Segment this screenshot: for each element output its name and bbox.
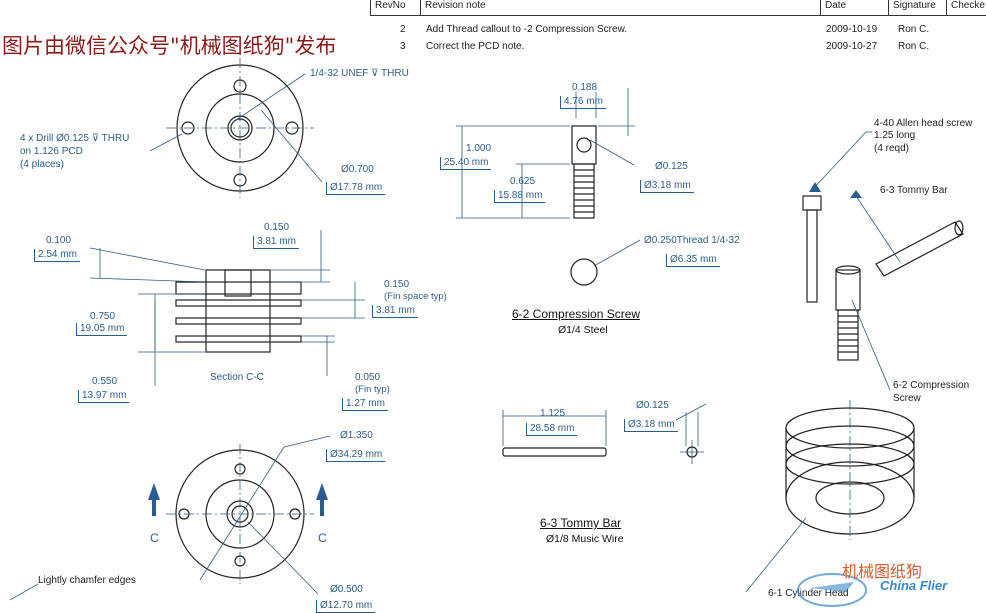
- header-revno: RevNo: [370, 0, 421, 15]
- thread-callout: 1/4-32 UNEF ⊽ THRU: [310, 68, 409, 79]
- dim-0150: 0.150: [264, 222, 290, 233]
- assembly-cylinder-label: 6-1 Cylinder Head: [768, 588, 849, 599]
- dim-tommy-dia-mm: Ø3.18 mm: [624, 419, 678, 432]
- dim-dia-1350: Ø1.350: [340, 430, 373, 441]
- logo-cn-text: 机械图纸狗: [842, 564, 923, 581]
- rev-number: 2: [400, 24, 406, 35]
- dim-fin-note: (Fin typ): [355, 384, 390, 395]
- dim-0750: 0.750: [90, 311, 116, 322]
- rev-signature: Ron C.: [898, 41, 930, 52]
- dim-fin-mm: 1.27 mm: [342, 398, 388, 411]
- dim-0750-mm: 19.05 mm: [76, 323, 128, 336]
- assembly-compression-label-line2: Screw: [893, 393, 921, 404]
- dim-dia-0500: Ø0.500: [330, 584, 363, 595]
- section-mark-right: C: [318, 531, 327, 545]
- rev-signature: Ron C.: [898, 24, 930, 35]
- compression-screw-view: [570, 125, 598, 286]
- dim-tommy-length-mm: 28.58 mm: [526, 423, 578, 436]
- header-date: Date: [820, 0, 887, 15]
- dim-0100-mm: 2.54 mm: [34, 249, 80, 262]
- header-revision-note: Revision note: [420, 0, 820, 15]
- drill-callout-line2: on 1.126 PCD: [20, 146, 83, 157]
- dim-dia-0125: Ø0.125: [655, 161, 688, 172]
- dim-1000-mm: 25.40 mm: [440, 157, 492, 170]
- dim-dia-0125-mm: Ø3.18 mm: [640, 180, 694, 193]
- logo-watermark: [797, 573, 867, 607]
- drill-callout-line3: (4 places): [20, 159, 64, 170]
- rev-note: Correct the PCD note.: [426, 41, 525, 52]
- dim-0188: 0.188: [572, 82, 598, 93]
- allen-screw-label-line1: 4-40 Allen head screw: [874, 118, 973, 129]
- dim-fin-space: 0.150: [384, 279, 410, 290]
- header-signature: Signature: [888, 0, 945, 15]
- thread-dim-mm: Ø6.35 mm: [666, 254, 720, 267]
- compression-screw-title: 6-2 Compression Screw: [512, 307, 641, 321]
- watermark-text: 图片由微信公众号"机械图纸狗"发布: [2, 34, 337, 58]
- dim-dia-1350-mm: Ø34.29 mm: [326, 449, 386, 462]
- dim-dia-0500-mm: Ø12.70 mm: [316, 600, 376, 613]
- rev-date: 2009-10-19: [826, 24, 878, 35]
- dim-dia-0700-mm: Ø17.78 mm: [326, 182, 386, 195]
- header-checked: Checke: [946, 0, 986, 15]
- dim-tommy-dia: Ø0.125: [636, 400, 669, 411]
- rev-note: Add Thread callout to -2 Compression Scr…: [426, 24, 628, 35]
- dim-0150-mm: 3.81 mm: [253, 236, 299, 249]
- rev-number: 3: [400, 41, 406, 52]
- tommy-bar-title: 6-3 Tommy Bar: [540, 516, 622, 530]
- assembly-tommy-bar-label: 6-3 Tommy Bar: [880, 185, 948, 196]
- tommy-bar-view: [502, 446, 698, 458]
- dim-fin: 0.050: [355, 372, 381, 383]
- dim-0625-mm: 15.88 mm: [494, 190, 546, 203]
- dim-dia-0700: Ø0.700: [341, 164, 374, 175]
- section-cc-title: Section C-C: [210, 372, 264, 383]
- assembly-compression-label-line1: 6-2 Compression: [893, 380, 970, 391]
- assembly-allen-screw: [802, 195, 822, 303]
- dim-1000: 1.000: [466, 143, 492, 154]
- thread-dim: Ø0.250Thread 1/4-32: [644, 235, 740, 246]
- dim-tommy-length: 1.125: [540, 408, 566, 419]
- revision-row: 2 Add Thread callout to -2 Compression S…: [370, 23, 986, 39]
- dim-0188-mm: 4.76 mm: [560, 96, 606, 109]
- dim-0550-mm: 13.97 mm: [78, 390, 130, 403]
- allen-screw-label-line2: 1.25 long: [874, 130, 916, 141]
- assembly-compression-screw: [835, 265, 861, 361]
- section-mark-left: C: [150, 531, 159, 545]
- revision-row: 3 Correct the PCD note. 2009-10-27 Ron C…: [370, 40, 986, 56]
- dim-0550: 0.550: [92, 376, 118, 387]
- logo-en-text: China Flier: [880, 578, 948, 593]
- chamfer-note: Lightly chamfer edges: [38, 575, 136, 586]
- drill-callout-line1: 4 x Drill Ø0.125 ⊽ THRU: [20, 133, 130, 144]
- revision-table-header: RevNo Revision note Date Signature Check…: [370, 0, 986, 16]
- revision-table: RevNo Revision note Date Signature Check…: [370, 0, 986, 58]
- section-cc-view: [175, 269, 302, 353]
- compression-screw-subtitle: Ø1/4 Steel: [558, 324, 608, 336]
- dim-fin-space-note: (Fin space typ): [384, 291, 447, 302]
- dim-fin-space-mm: 3.81 mm: [372, 305, 418, 318]
- rev-date: 2009-10-27: [826, 41, 878, 52]
- tommy-bar-subtitle: Ø1/8 Music Wire: [546, 533, 624, 545]
- assembly-tommy-bar: [875, 220, 964, 277]
- allen-screw-label-line3: (4 reqd): [874, 143, 910, 154]
- dim-0100: 0.100: [46, 235, 72, 246]
- dim-0625: 0.625: [510, 176, 536, 187]
